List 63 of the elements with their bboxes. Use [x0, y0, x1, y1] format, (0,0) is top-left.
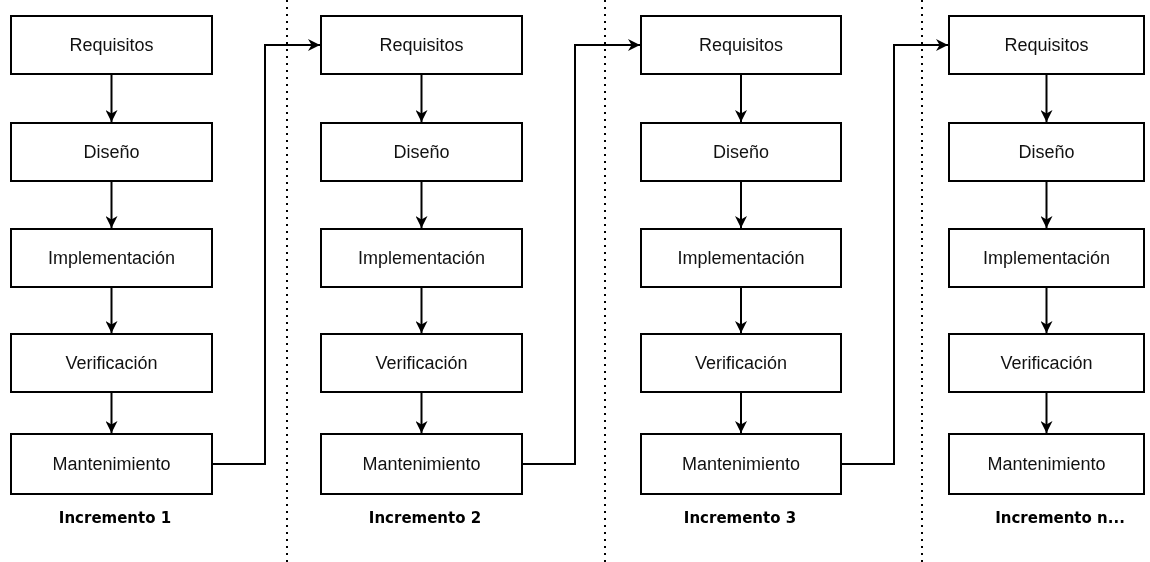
process-box [320, 15, 523, 75]
arrow [522, 39, 641, 465]
box-label: Verificación [375, 352, 468, 374]
arrow [415, 74, 428, 123]
process-box [948, 122, 1145, 182]
increment-label: Incremento n... [995, 509, 1125, 527]
box-label: Verificación [1000, 352, 1093, 374]
box-label: Diseño [83, 141, 140, 163]
arrow [735, 74, 747, 123]
arrow [735, 287, 747, 334]
arrow [415, 181, 428, 229]
box-label: Diseño [393, 141, 450, 163]
increment-label: Incremento 1 [58, 509, 172, 527]
box-label: Implementación [47, 247, 176, 269]
box-label: Implementación [357, 247, 486, 269]
box-label: Mantenimiento [52, 453, 171, 475]
process-box [640, 122, 842, 182]
box-label: Diseño [1018, 141, 1075, 163]
box-label: Mantenimiento [362, 453, 481, 475]
arrow [735, 181, 747, 229]
box-label: Verificación [65, 352, 158, 374]
arrow [415, 287, 428, 334]
box-label: Requisitos [379, 34, 464, 56]
process-box [320, 433, 523, 495]
box-label: Implementación [982, 247, 1111, 269]
arrow [105, 74, 118, 123]
arrow [105, 287, 118, 334]
process-box [640, 333, 842, 393]
process-box [640, 228, 842, 288]
process-box [948, 333, 1145, 393]
arrow [1040, 74, 1053, 123]
process-box [640, 433, 842, 495]
process-box [320, 228, 523, 288]
box-label: Requisitos [698, 34, 783, 56]
arrow [1040, 287, 1053, 334]
process-box [320, 122, 523, 182]
box-label: Requisitos [1004, 34, 1089, 56]
box-label: Requisitos [69, 34, 154, 56]
arrow [415, 392, 428, 434]
arrow [1040, 181, 1053, 229]
increment-label: Incremento 3 [683, 509, 797, 527]
box-label: Diseño [713, 141, 769, 163]
process-box [640, 15, 842, 75]
arrow [212, 39, 321, 465]
process-box [10, 122, 213, 182]
box-label: Implementación [677, 247, 805, 269]
arrow [105, 181, 118, 229]
arrow [841, 39, 949, 465]
arrow [735, 392, 747, 434]
box-label: Verificación [694, 352, 788, 374]
increment-label: Incremento 2 [368, 509, 482, 527]
process-box [10, 228, 213, 288]
process-box [10, 15, 213, 75]
process-box [948, 228, 1145, 288]
process-box [948, 15, 1145, 75]
process-box [948, 433, 1145, 495]
box-label: Mantenimiento [987, 453, 1106, 475]
arrow [105, 392, 118, 434]
process-box [320, 333, 523, 393]
process-box [10, 433, 213, 495]
box-label: Mantenimiento [681, 453, 801, 475]
process-box [10, 333, 213, 393]
arrow [1040, 392, 1053, 434]
